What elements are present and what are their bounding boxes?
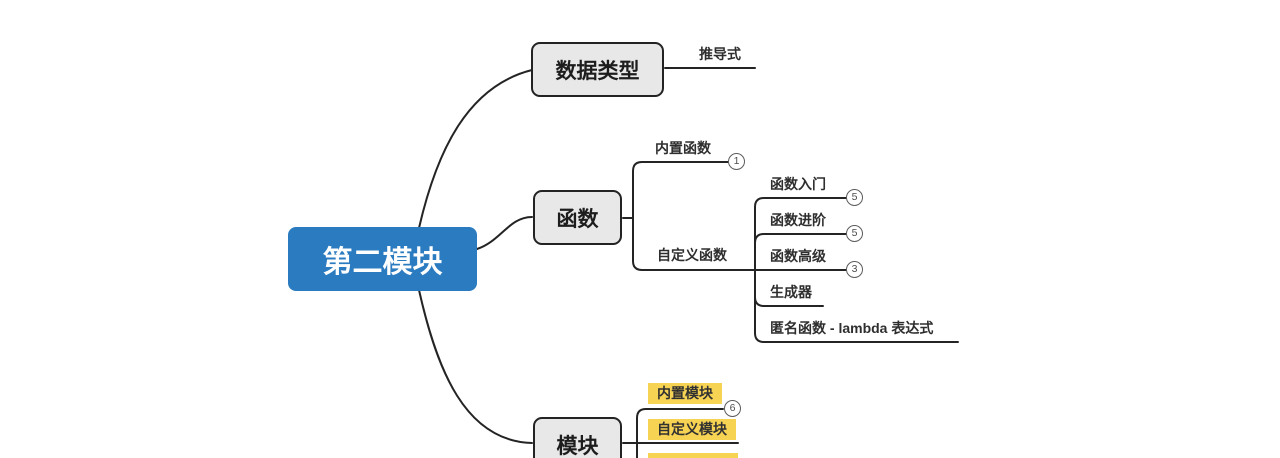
node-generator[interactable]: 生成器 xyxy=(770,284,812,300)
node-function-intermediate[interactable]: 函数进阶 xyxy=(770,212,826,228)
edge-root-to-function xyxy=(476,216,533,250)
node-functions-label: 函数 xyxy=(556,207,599,231)
badge-function-intro-count[interactable]: 5 xyxy=(846,189,863,206)
node-lambda-expression[interactable]: 匿名函数 - lambda 表达式 xyxy=(770,320,934,336)
badge-builtin-functions-count[interactable]: 1 xyxy=(728,153,745,170)
node-data-types[interactable]: 数据类型 xyxy=(531,42,664,97)
node-builtin-functions[interactable]: 内置函数 xyxy=(655,140,711,156)
node-custom-functions[interactable]: 自定义函数 xyxy=(657,247,727,263)
node-modules-label: 模块 xyxy=(556,434,599,458)
node-data-types-label: 数据类型 xyxy=(555,59,640,83)
edge-module-bracket xyxy=(636,408,724,458)
edge-function-bracket xyxy=(632,161,847,271)
edge-root-to-datatype xyxy=(418,69,533,229)
node-function-advanced[interactable]: 函数高级 xyxy=(770,248,826,264)
node-custom-modules[interactable]: 自定义模块 xyxy=(648,419,736,440)
badge-builtin-modules-count[interactable]: 6 xyxy=(724,400,741,417)
node-modules[interactable]: 模块 xyxy=(533,417,622,458)
node-functions[interactable]: 函数 xyxy=(533,190,622,245)
badge-function-intermediate-count[interactable]: 5 xyxy=(846,225,863,242)
badge-function-advanced-count[interactable]: 3 xyxy=(846,261,863,278)
edge-custom-func-to-lambda xyxy=(754,269,959,343)
node-function-intro[interactable]: 函数入门 xyxy=(770,176,826,192)
edge-custom-func-to-advanced xyxy=(754,233,847,271)
edge-custom-func-to-intro xyxy=(754,197,847,271)
root-node-label: 第二模块 xyxy=(322,246,443,279)
node-module-partial[interactable] xyxy=(648,453,738,458)
node-derivation[interactable]: 推导式 xyxy=(699,46,741,62)
node-builtin-modules[interactable]: 内置模块 xyxy=(648,383,722,404)
root-node[interactable]: 第二模块 xyxy=(288,227,477,291)
edge-root-to-module xyxy=(418,289,533,444)
